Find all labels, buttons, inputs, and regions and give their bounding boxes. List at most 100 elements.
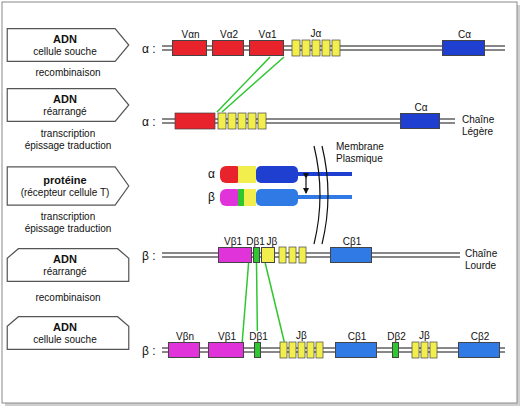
j-segment	[292, 40, 300, 56]
chain-name: Chaîne Lourde	[465, 248, 515, 272]
step-label: recombinaison	[6, 67, 130, 79]
chain-letter: β	[208, 190, 220, 204]
step-box: ADNcellule souche	[6, 28, 130, 62]
step-box: ADNcellule souche	[6, 316, 130, 350]
dna-backbone	[162, 46, 505, 352]
segment-label: Cα	[457, 29, 472, 40]
membrane-label: Membrane Plasmique	[336, 141, 398, 165]
j-segment	[228, 113, 236, 129]
segment-label: Cβ1	[342, 236, 363, 247]
j-segments	[218, 113, 266, 129]
segment-label: Jα	[310, 28, 323, 39]
gene-segment: Vβ1	[208, 342, 244, 358]
j-segments	[279, 247, 306, 263]
recombination-lines	[217, 57, 284, 112]
beta-tail	[298, 195, 352, 199]
step-text: réarrangé	[43, 266, 86, 278]
j-segment	[421, 342, 428, 358]
j-segment	[289, 247, 296, 263]
gene-segment: Vα2	[212, 40, 244, 56]
step-text: ADN	[53, 93, 77, 106]
step-text-group: protéine(récepteur cellule T)	[14, 166, 116, 206]
segment-label: Vβ1	[223, 236, 243, 247]
j-segment	[322, 40, 330, 56]
step-arrow-outline	[7, 249, 129, 282]
j-segment	[298, 342, 305, 358]
step-text: réarrangé	[43, 106, 86, 118]
step-arrow-outline	[7, 89, 129, 122]
gene-segment: Jβ	[412, 342, 437, 358]
chain-name: Chaîne Légère	[462, 114, 514, 138]
gene-segment: Cα	[442, 40, 485, 56]
membrane-line	[322, 146, 328, 244]
j-segment	[258, 113, 266, 129]
step-text: protéine	[43, 174, 86, 187]
j-segment	[289, 342, 296, 358]
step-label: transcription épissage traduction	[20, 128, 116, 152]
gene-segment: Vβ1	[218, 247, 252, 263]
segment-label: Vα2	[219, 29, 239, 40]
step-text: cellule souche	[33, 334, 96, 346]
segment-label: Dβ1	[245, 236, 266, 247]
v-segment	[175, 113, 215, 129]
segment-label: Jβ	[266, 236, 279, 247]
gene-segment: Dβ2	[392, 342, 399, 358]
step-text-group: ADNcellule souche	[14, 316, 116, 350]
step-text-group: ADNréarrangé	[14, 88, 116, 122]
step-text: (récepteur cellule T)	[21, 187, 110, 199]
segment-label: Vβ1	[217, 331, 237, 342]
beta-c-domain	[256, 189, 298, 206]
j-segments	[280, 342, 437, 358]
gene-segment: Jβ	[261, 247, 275, 263]
j-segment	[312, 40, 320, 56]
segment-label: Cβ1	[347, 331, 368, 342]
segment-label: Vβn	[175, 331, 195, 342]
segment-label: Vα1	[257, 29, 277, 40]
step-box: ADNréarrangé	[6, 248, 130, 282]
step-text: ADN	[53, 321, 77, 334]
dna-strand	[162, 253, 460, 254]
segment-label: Dβ2	[386, 331, 407, 342]
step-label: transcription épissage traduction	[20, 211, 116, 235]
gene-segment: Cβ1	[330, 247, 372, 263]
gene-segment: Vα1	[249, 40, 284, 56]
step-arrow-outline	[7, 167, 129, 205]
step-box: protéine(récepteur cellule T)	[6, 166, 130, 206]
segment-label: Cβ2	[470, 331, 491, 342]
gene-segment: Cα	[400, 113, 440, 129]
j-segment	[279, 247, 286, 263]
gene-segment: Vβn	[168, 342, 200, 358]
beta-d-domain	[238, 189, 244, 206]
step-text: cellule souche	[33, 46, 96, 58]
segment-label: Jβ	[418, 330, 431, 341]
j-segment	[218, 113, 226, 129]
step-box: ADNréarrangé	[6, 88, 130, 122]
gene-segment: Jβ	[280, 342, 323, 358]
j-segments	[292, 40, 340, 56]
membrane-line	[314, 146, 320, 244]
j-segment	[430, 342, 437, 358]
segment-label: Cα	[413, 102, 428, 113]
gene-segment: Dβ1	[253, 247, 260, 263]
segment-label: Jβ	[295, 330, 308, 341]
chain-letter: β :	[142, 249, 162, 263]
alpha-tail	[298, 172, 352, 176]
gene-segment: Dβ1	[254, 342, 261, 358]
step-arrow-outline	[7, 317, 129, 350]
j-segment	[238, 113, 246, 129]
dna-strand	[162, 257, 460, 258]
t-cell-receptor	[220, 146, 352, 244]
chain-letter: α :	[142, 115, 162, 129]
recombination-line	[222, 57, 284, 112]
j-segment	[248, 113, 256, 129]
j-segment	[332, 40, 340, 56]
step-label: recombinaison	[6, 292, 130, 304]
step-text: ADN	[53, 33, 77, 46]
gene-segment: Jα	[292, 40, 340, 56]
j-segment	[280, 342, 287, 358]
segment-label: Vαn	[180, 29, 200, 40]
segment-label: Dβ1	[248, 331, 269, 342]
alpha-c-domain	[256, 166, 298, 183]
step-text-group: ADNcellule souche	[14, 28, 116, 62]
